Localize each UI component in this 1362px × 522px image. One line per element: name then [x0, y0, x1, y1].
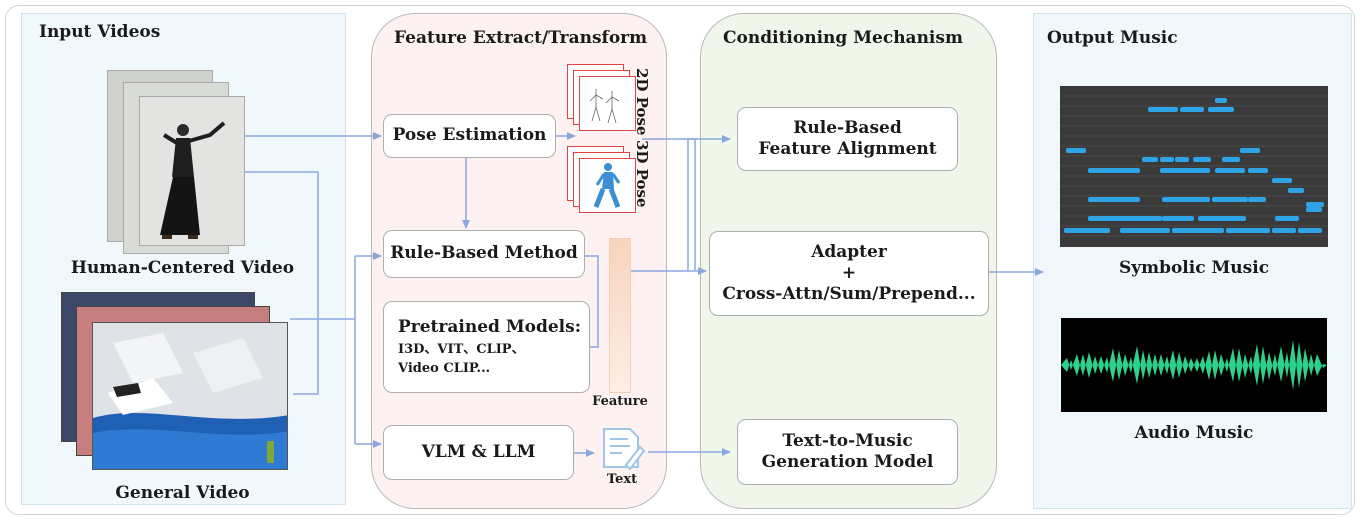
pretrained-models-line2: Video CLIP...: [398, 360, 491, 376]
arrow-methods-merge: [585, 255, 599, 348]
vlm-llm-box: VLM & LLM: [383, 425, 574, 480]
t2m-line1: Text-to-Music: [782, 430, 913, 451]
t2m-line2: Generation Model: [761, 452, 934, 472]
pretrained-models-line1: I3D、VIT、CLIP、: [398, 342, 525, 358]
pose2d-label: 2D Pose: [633, 68, 651, 136]
rule-based-feature-alignment-box: Rule-Based Feature Alignment: [737, 107, 958, 171]
piano-roll: [1060, 86, 1328, 247]
pose3d-label: 3D Pose: [633, 140, 651, 208]
feature-label: Feature: [592, 394, 648, 409]
ski-scene: [93, 323, 287, 469]
arrow-human-branch: [244, 171, 319, 395]
adapter-line2: +: [841, 262, 857, 283]
text-label: Text: [606, 472, 638, 487]
pretrained-models-box: Pretrained Models: I3D、VIT、CLIP、 Video C…: [383, 301, 590, 393]
general-video-label: General Video: [115, 483, 250, 503]
general-video-frame-front: [92, 322, 288, 470]
feature-extract-title: Feature Extract/Transform: [394, 28, 648, 48]
text-document-icon: [603, 428, 646, 471]
dancer-figure: [140, 97, 244, 245]
adapter-line1: Adapter: [811, 241, 887, 262]
symbolic-music-label: Symbolic Music: [1118, 258, 1270, 278]
pose-estimation-box: Pose Estimation: [383, 114, 556, 158]
audio-music-label: Audio Music: [1134, 423, 1254, 443]
waveform-shape: [1061, 340, 1327, 390]
pose2d-skeleton-icon: [589, 89, 620, 124]
human-video-frame-front: [139, 96, 245, 246]
pose3d-figure-icon: [593, 163, 621, 208]
adapter-line3: Cross-Attn/Sum/Prepend...: [722, 284, 976, 305]
output-music-title: Output Music: [1047, 28, 1178, 48]
pose3d-frame-front: [579, 158, 636, 213]
text-to-music-box: Text-to-Music Generation Model: [737, 419, 958, 485]
pretrained-models-title: Pretrained Models:: [398, 317, 581, 338]
rule-alignment-line1: Rule-Based: [793, 117, 902, 138]
input-videos-title: Input Videos: [39, 22, 161, 42]
human-centered-video-label: Human-Centered Video: [70, 258, 295, 278]
figure-border: [5, 5, 1355, 515]
conditioning-title: Conditioning Mechanism: [723, 28, 963, 48]
audio-waveform: [1061, 318, 1327, 412]
adapter-box: Adapter + Cross-Attn/Sum/Prepend...: [709, 231, 989, 316]
feature-bar: [609, 238, 631, 393]
rule-alignment-line2: Feature Alignment: [758, 139, 937, 159]
pose2d-frame-front: [579, 76, 636, 131]
piano-roll-notes: [1060, 95, 1328, 237]
rule-based-method-box: Rule-Based Method: [383, 230, 585, 278]
